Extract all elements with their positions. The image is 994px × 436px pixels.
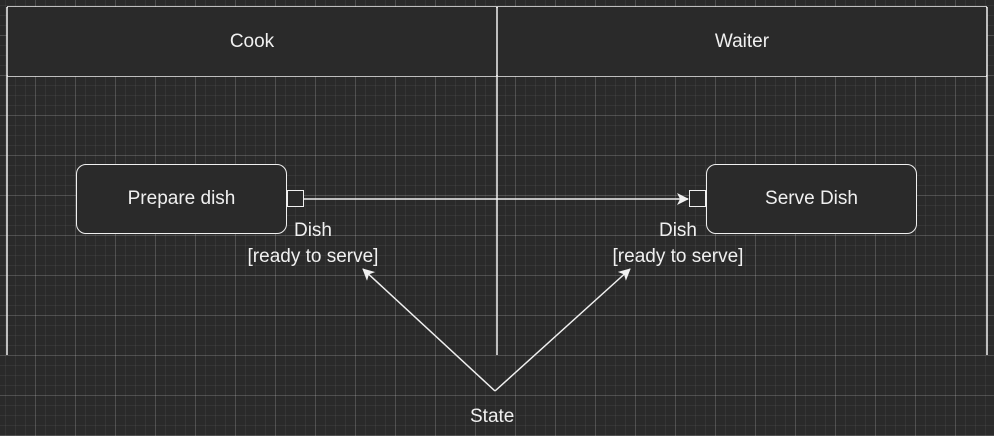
action-prepare-dish[interactable]: Prepare dish [76, 164, 287, 234]
lane-header-cook[interactable]: Cook [8, 7, 496, 76]
output-pin[interactable] [287, 190, 304, 207]
state-annotation-label: State [470, 406, 515, 427]
state-arrow-output-pin[interactable] [362, 268, 496, 392]
action-serve-dish[interactable]: Serve Dish [706, 164, 917, 234]
lane-header-waiter[interactable]: Waiter [498, 7, 986, 76]
output-pin-label: Dish [ready to serve] [233, 218, 393, 270]
output-pin-state: [ready to serve] [247, 246, 379, 267]
input-pin-state: [ready to serve] [612, 246, 744, 267]
output-pin-name: Dish [293, 220, 332, 241]
input-pin-label: Dish [ready to serve] [598, 218, 758, 270]
input-pin[interactable] [689, 190, 706, 207]
input-pin-name: Dish [658, 220, 697, 241]
state-arrow-input-pin[interactable] [494, 268, 631, 392]
